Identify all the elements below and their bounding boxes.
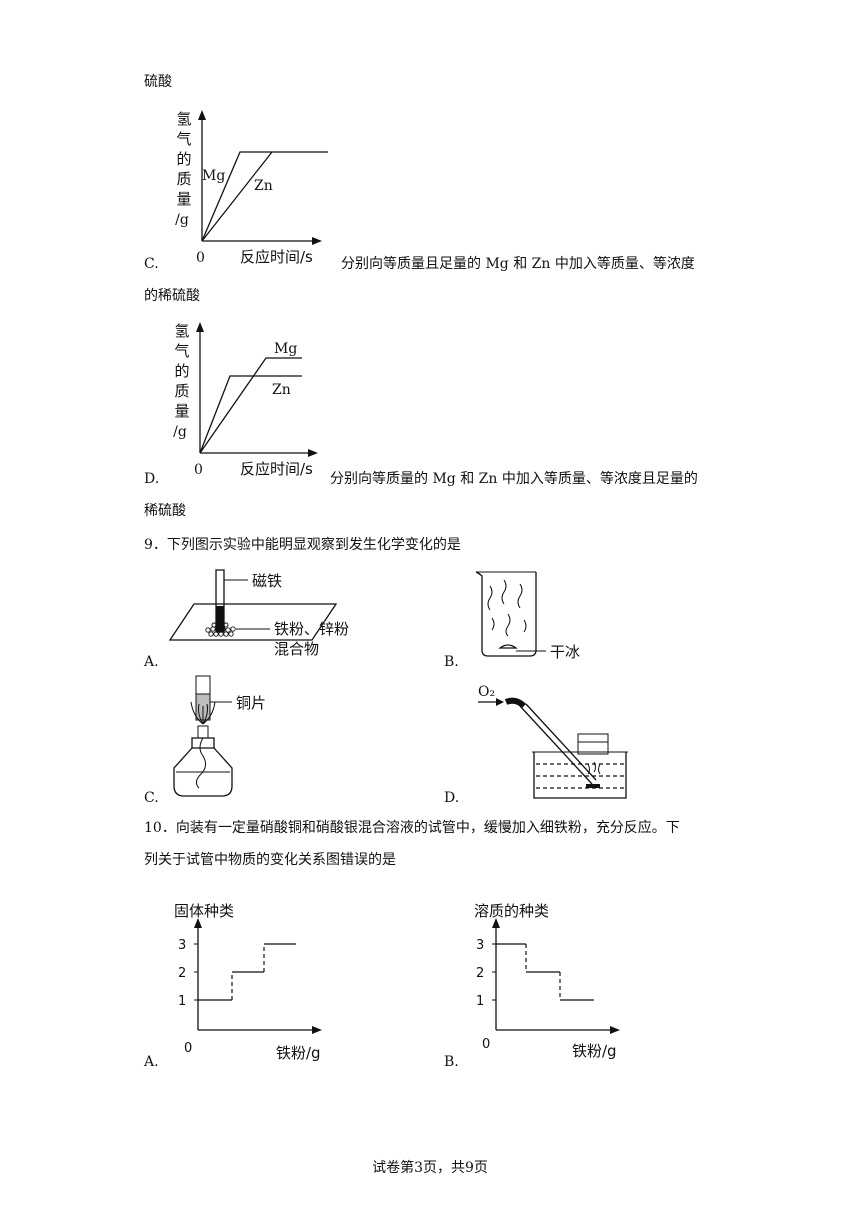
q10-graph-b: 溶质的种类 3 2 1 0 铁粉/g (474, 902, 620, 1060)
label-powder-cont: 混合物 (274, 640, 319, 658)
x-axis-label: 铁粉/g (572, 1042, 617, 1060)
series-label-zn: Zn (272, 382, 291, 398)
q9-option-b-letter: B. (444, 654, 459, 670)
label-dry-ice: 干冰 (550, 643, 580, 661)
graph-option-c: 氢 气 的 质 量 /g Mg Zn 0 反应时间/s (175, 110, 328, 266)
series-label-mg: Mg (202, 168, 225, 184)
x-axis-arrow (610, 1026, 620, 1034)
q9-c-copper-heating-illustration: 铜片 (173, 675, 266, 797)
x-axis-label: 反应时间/s (240, 248, 313, 266)
beaker (475, 571, 537, 657)
rubber-tube (504, 697, 527, 709)
ylabel-char: 的 (176, 150, 191, 168)
flame (190, 701, 216, 725)
label-oxygen: O₂ (478, 684, 495, 700)
ylabel-char: 质 (176, 170, 191, 188)
series-line-mg (201, 151, 328, 242)
x-axis-arrow (312, 1026, 322, 1034)
q9-b-dry-ice-illustration: 干冰 (475, 571, 580, 661)
y-axis-arrow (194, 918, 202, 928)
option-c-letter: C. (144, 256, 159, 272)
ylabel-char: 质 (174, 382, 189, 400)
q9-option-c-letter: C. (144, 790, 159, 806)
lamp-wick (195, 737, 207, 789)
y-axis-label: 氢 气 的 质 量 /g (175, 110, 191, 228)
magnet-pole (216, 606, 224, 632)
q9-a-magnet-illustration: 磁铁 铁粉、锌粉 混合物 (168, 569, 349, 658)
q9-option-d-letter: D. (444, 790, 460, 806)
q9-d-oxygen-water-illustration: O₂ (478, 684, 628, 799)
glass-tube (519, 705, 593, 785)
ylabel-char: 氢 (174, 322, 189, 340)
test-tube-holder (577, 733, 609, 755)
series-label-zn: Zn (254, 178, 273, 194)
ylabel-char: 量 (174, 402, 189, 420)
ylabel-char: 量 (176, 190, 191, 208)
ylabel-char: /g (173, 424, 187, 440)
glass-tube-outer (525, 703, 597, 781)
alcohol-lamp-body (173, 747, 233, 797)
series-label-mg: Mg (274, 341, 297, 357)
label-copper: 铜片 (236, 694, 266, 712)
lamp-wick-holder (197, 725, 209, 739)
option-c-description: 分别向等质量且足量的 Mg 和 Zn 中加入等质量、等浓度 (341, 256, 695, 272)
question-9-stem: 9．下列图示实验中能明显观察到发生化学变化的是 (144, 537, 461, 553)
y-axis-label: 氢 气 的 质 量 /g (173, 322, 189, 440)
origin-label: 0 (482, 1037, 490, 1052)
tick-label-1: 1 (476, 994, 484, 1009)
ylabel-char: /g (175, 212, 189, 228)
dry-ice-block (498, 644, 518, 649)
origin-label: 0 (184, 1041, 192, 1056)
y-axis-arrow (198, 110, 206, 120)
series-line-zn (199, 375, 302, 454)
y-axis-arrow (196, 322, 204, 332)
ylabel-char: 的 (174, 362, 189, 380)
option-d-description: 分别向等质量的 Mg 和 Zn 中加入等质量、等浓度且足量的 (330, 471, 698, 487)
origin-label: 0 (194, 462, 203, 478)
y-axis-label: 溶质的种类 (474, 902, 549, 920)
ylabel-char: 气 (176, 130, 191, 148)
glass-plate (168, 603, 338, 641)
q10-graph-a: 固体种类 1 2 3 0 铁粉/g (174, 902, 322, 1062)
lamp-neck (191, 737, 215, 749)
option-d-description-cont: 稀硫酸 (144, 503, 186, 519)
gas-arrow-head (496, 698, 504, 706)
white-phosphorus (586, 784, 600, 788)
ylabel-char: 氢 (176, 110, 191, 128)
x-axis-label: 反应时间/s (240, 460, 313, 478)
q9-option-a-letter: A. (144, 654, 159, 670)
water-trough (533, 752, 627, 799)
origin-label: 0 (196, 250, 205, 266)
powder-pile (205, 622, 236, 637)
x-axis-arrow (308, 449, 318, 457)
series-line-zn (201, 151, 273, 242)
vapor-swirls (487, 579, 527, 637)
tick-label-3: 3 (178, 938, 186, 953)
label-powder: 铁粉、锌粉 (274, 620, 349, 638)
option-d-letter: D. (144, 471, 160, 487)
continued-text: 硫酸 (144, 74, 172, 90)
q10-option-a-letter: A. (144, 1054, 159, 1070)
label-magnet: 磁铁 (252, 572, 282, 590)
tick-label-2: 2 (476, 966, 484, 981)
question-10-stem: 10．向装有一定量硝酸铜和硝酸银混合溶液的试管中，缓慢加入细铁粉，充分反应。下 (144, 820, 680, 836)
y-axis-arrow (492, 918, 500, 928)
graph-option-d: 氢 气 的 质 量 /g Mg Zn 0 反应时间/s (173, 322, 318, 478)
tick-label-1: 1 (178, 994, 186, 1009)
test-tube-upper (577, 733, 609, 743)
ylabel-char: 气 (174, 342, 189, 360)
y-axis-label: 固体种类 (174, 902, 234, 920)
q10-option-b-letter: B. (444, 1054, 459, 1070)
x-axis-label: 铁粉/g (276, 1044, 321, 1062)
tick-label-3: 3 (476, 938, 484, 953)
tick-label-2: 2 (178, 966, 186, 981)
question-10-stem-cont: 列关于试管中物质的变化关系图错误的是 (144, 852, 396, 868)
x-axis-arrow (312, 237, 322, 245)
option-c-description-cont: 的稀硫酸 (144, 288, 200, 304)
series-line-mg (199, 357, 302, 454)
phosphorus-bubbles (587, 761, 601, 775)
page-footer: 试卷第3页，共9页 (372, 1160, 488, 1176)
